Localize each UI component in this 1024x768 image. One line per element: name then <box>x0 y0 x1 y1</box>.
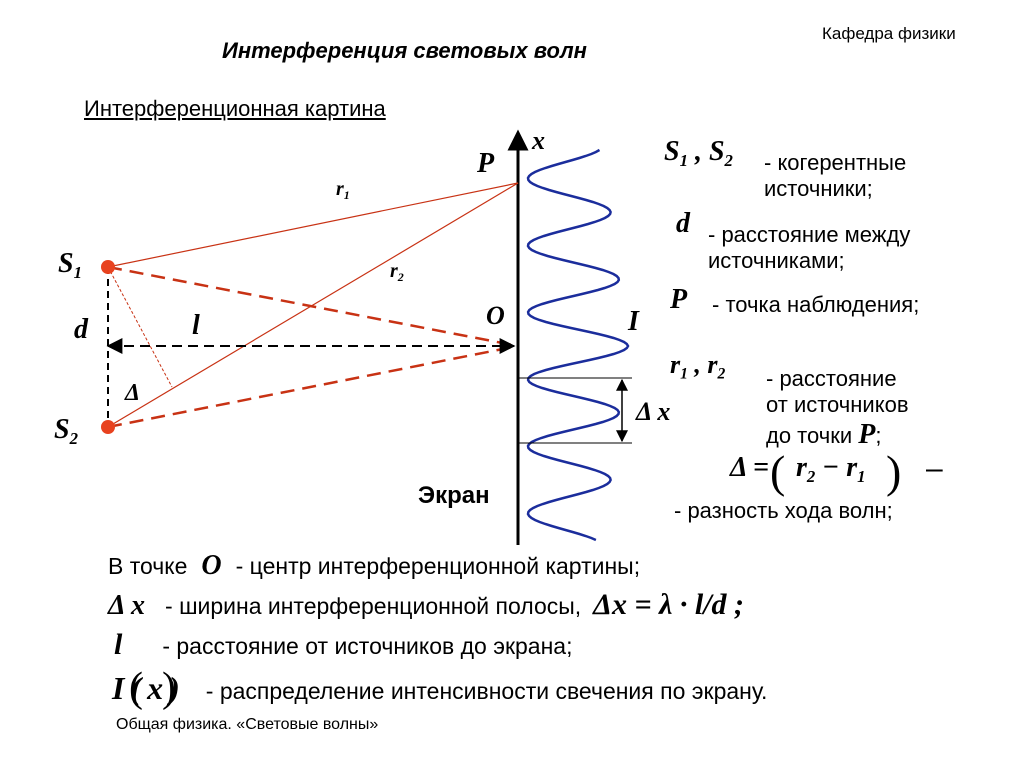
svg-text:): ) <box>162 665 176 711</box>
section-heading: Интерференционная картина <box>84 96 386 121</box>
intensity-wave <box>526 148 630 542</box>
svg-text:): ) <box>886 446 901 497</box>
legend-path-difference-text: - разность хода волн; <box>674 498 893 523</box>
bottom-line-2: Δ x- ширина интерференционной полосы,Δx … <box>108 588 745 621</box>
legend-p-text: - точка наблюдения; <box>712 292 920 317</box>
ray-r2 <box>107 182 519 428</box>
d-label: d <box>74 314 88 345</box>
source-s2-dot <box>101 420 115 434</box>
legend-r-text-1: - расстояние <box>766 366 897 391</box>
source-s2-label: S2 <box>54 414 78 448</box>
legend-r-symbols: r1 , r2 <box>670 350 726 383</box>
x-axis-label: x <box>532 126 545 155</box>
bottom-line-4: I(x)- распределение интенсивности свечен… <box>112 670 768 706</box>
department-label: Кафедра физики <box>822 24 956 43</box>
formula-dash: – <box>926 452 943 485</box>
r2-label: r2 <box>390 260 404 285</box>
source-s1-dot <box>101 260 115 274</box>
svg-text:(: ( <box>770 446 785 497</box>
source-s1-label: S1 <box>58 248 82 282</box>
r1-label: r1 <box>336 178 350 203</box>
slide-title: Интерференция световых волн <box>222 38 587 63</box>
legend-d-text-2: источниками; <box>708 248 845 273</box>
legend-r-text-2: от источников <box>766 392 909 417</box>
footer-text: Общая физика. «Световые волны» <box>116 716 379 733</box>
legend-sources-text-1: - когерентные <box>764 150 907 175</box>
bottom-line-3: l- расстояние от источников до экрана; <box>114 628 573 661</box>
dashed-ray-s2-o <box>107 344 519 429</box>
path-difference-formula: Δ = r2 − r1 <box>730 452 866 486</box>
dashed-ray-s1-o <box>107 265 519 348</box>
legend-d-symbol: d <box>676 208 690 239</box>
fringe-width-label: Δ x <box>636 397 671 426</box>
legend-sources-text-2: источники; <box>764 176 873 201</box>
legend-sources-symbol: S1 , S2 <box>664 136 733 170</box>
svg-text:(: ( <box>129 665 143 711</box>
point-o-label: O <box>486 301 505 330</box>
path-difference-line <box>107 266 173 388</box>
ray-r1 <box>107 182 519 268</box>
legend-d-text-1: - расстояние между <box>708 222 911 247</box>
screen-label: Экран <box>418 482 490 509</box>
intensity-i-label: I <box>628 306 639 337</box>
legend-p-symbol: P <box>670 284 688 315</box>
legend-r-text-3: до точки P; <box>766 419 882 450</box>
point-p-label: P <box>477 148 495 179</box>
delta-label: Δ <box>125 380 141 406</box>
l-label: l <box>192 310 200 341</box>
